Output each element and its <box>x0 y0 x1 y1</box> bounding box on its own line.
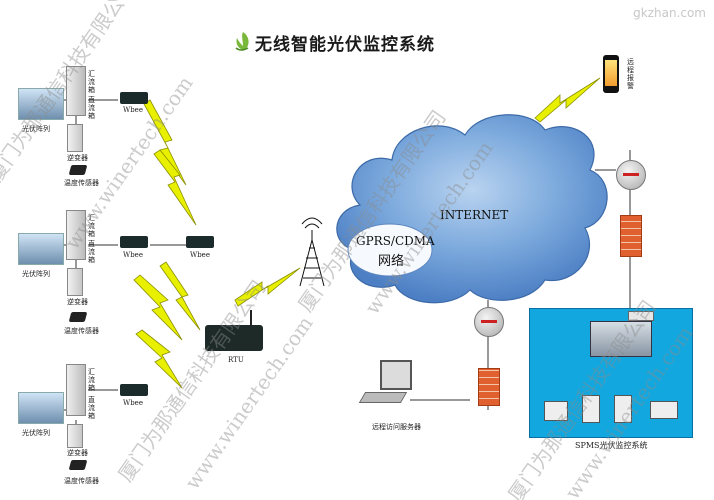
temp-sensor-label: 温度传感器 <box>64 477 99 485</box>
inverter-label: 逆变器 <box>67 449 88 457</box>
combiner-label: 汇流箱 <box>88 368 95 392</box>
internet-label: INTERNET <box>440 208 509 222</box>
firewall-icon <box>478 368 500 406</box>
combiner-cabinet <box>66 66 86 116</box>
dc-cabinet-label: 直流箱 <box>88 96 95 120</box>
wbee-label: Wbee <box>123 106 143 114</box>
firewall-icon <box>620 215 642 257</box>
dc-cabinet-label: 直流箱 <box>88 240 95 264</box>
wbee-label: Wbee <box>123 251 143 259</box>
wbee-module <box>120 236 148 248</box>
printer-icon <box>650 401 678 419</box>
router-icon <box>474 307 504 337</box>
combiner-cabinet <box>66 210 86 260</box>
mobile-phone <box>603 55 619 93</box>
network-label: 网络 <box>378 254 405 269</box>
server-icon <box>614 395 632 423</box>
temp-sensor-label: 温度传感器 <box>64 327 99 335</box>
dc-cabinet-label: 直流箱 <box>88 396 95 420</box>
router-icon <box>616 160 646 190</box>
inverter <box>67 124 83 152</box>
wbee-module <box>120 92 148 104</box>
remote-alarm-label: 远程报警 <box>627 58 634 90</box>
remote-server-label: 远程访问服务器 <box>372 423 421 431</box>
wbee-module <box>120 384 148 396</box>
workstation-icon <box>544 401 568 421</box>
page-title: 无线智能光伏监控系统 <box>255 35 435 55</box>
server-icon <box>582 395 600 423</box>
pv-array-image <box>18 233 64 265</box>
temp-sensor <box>68 312 88 322</box>
pv-array-image <box>18 392 64 424</box>
wbee-module <box>186 236 214 248</box>
rtu-device <box>205 325 263 351</box>
inverter-label: 逆变器 <box>67 298 88 306</box>
spms-label: SPMS光伏监控系统 <box>575 441 648 450</box>
combiner-cabinet <box>66 364 86 416</box>
wbee-label: Wbee <box>190 251 210 259</box>
temp-sensor <box>68 460 88 470</box>
gprs-label: GPRS/CDMA <box>356 234 435 248</box>
inverter-label: 逆变器 <box>67 154 88 162</box>
inverter <box>67 268 83 296</box>
gprs-tower <box>299 217 325 287</box>
pv-array-label: 光伏阵列 <box>22 125 50 133</box>
temp-sensor-label: 温度传感器 <box>64 179 99 187</box>
keyboard-icon <box>358 392 408 403</box>
wbee-label: Wbee <box>123 399 143 407</box>
remote-server-monitor <box>380 360 412 390</box>
combiner-label: 汇流箱 <box>88 214 95 238</box>
rtu-antenna <box>250 310 252 326</box>
combiner-label: 汇流箱 <box>88 70 95 94</box>
temp-sensor <box>68 165 88 175</box>
inverter <box>67 424 83 448</box>
phone-screen <box>605 60 617 86</box>
switch-icon <box>628 311 654 321</box>
site-watermark: gkzhan.com <box>633 6 706 20</box>
building-icon <box>590 321 652 357</box>
wireless-links <box>133 77 601 389</box>
pv-array-image <box>18 88 64 120</box>
router-arrow-icon <box>623 173 639 176</box>
pv-array-label: 光伏阵列 <box>22 429 50 437</box>
pv-array-label: 光伏阵列 <box>22 270 50 278</box>
rtu-label: RTU <box>228 356 244 364</box>
router-arrow-icon <box>481 320 497 323</box>
leaf-logo-icon <box>235 32 249 51</box>
internet-cloud <box>336 114 608 304</box>
spms-panel <box>529 308 693 438</box>
